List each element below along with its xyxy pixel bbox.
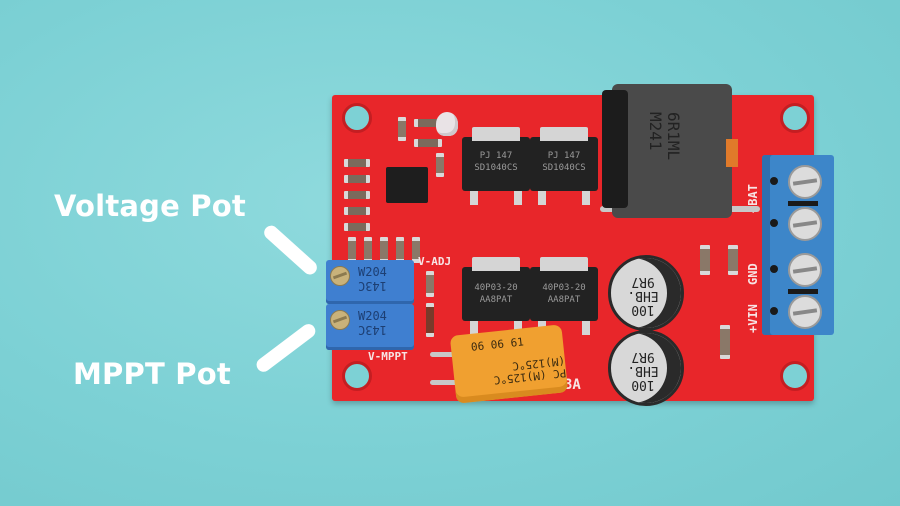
silk-current-rating: 3A [564, 377, 581, 393]
silk-vin: +VIN [746, 304, 760, 333]
smd-resistor [398, 117, 406, 141]
voltage-pot-label: Voltage Pot [54, 189, 246, 223]
terminal-screw-bat-minus[interactable] [788, 207, 822, 241]
electrolytic-capacitor-2: 100 EHB. 9R7 [608, 330, 684, 406]
smd-resistor [414, 139, 442, 147]
silk-v-mppt: V-MPPT [368, 350, 408, 363]
smd-resistor [412, 237, 420, 263]
silk-gnd: GND [746, 263, 760, 285]
smd-resistor [436, 153, 444, 177]
circuit-board: PJ 147 SD1040CS PJ 147 SD1040CS 40P03-20… [332, 95, 814, 401]
voltage-potentiometer[interactable]: W204 143C [326, 260, 414, 304]
terminal-screw-vin[interactable] [788, 295, 822, 329]
mounting-hole-bottom-left [342, 361, 372, 391]
screw-terminal-block[interactable] [762, 155, 834, 335]
schottky-diode-2: PJ 147 SD1040CS [530, 127, 598, 205]
inductor-marking-1: 6R1ML [664, 112, 683, 161]
smd-capacitor [728, 245, 738, 275]
smd-resistor [344, 159, 370, 167]
silk-v-adj: V-ADJ [418, 255, 452, 268]
status-led [436, 112, 458, 136]
jumper-wire [430, 380, 470, 385]
smd-resistor [344, 223, 370, 231]
mppt-potentiometer[interactable]: W204 143C [326, 304, 414, 350]
smd-resistor [344, 191, 370, 199]
mosfet-1: 40P03-20 AA8PAT [462, 257, 530, 335]
electrolytic-capacitor-1: 100 EHB. 9R7 [608, 255, 684, 331]
smd-capacitor [700, 245, 710, 275]
controller-ic [386, 167, 428, 203]
mppt-pot-label: MPPT Pot [73, 357, 231, 391]
mounting-hole-top-right [780, 103, 810, 133]
jumper-wire [430, 352, 470, 357]
smd-resistor [344, 207, 370, 215]
zener-diode [426, 303, 434, 337]
terminal-screw-gnd[interactable] [788, 253, 822, 287]
terminal-screw-bat-plus[interactable] [788, 165, 822, 199]
adjust-screw-icon[interactable] [330, 266, 350, 286]
orange-capacitor: 06 06 61 PC (M)125°C (M)125°C [449, 324, 569, 404]
smd-capacitor [720, 325, 730, 359]
power-inductor: 6R1ML M241 [602, 84, 738, 218]
smd-resistor [344, 175, 370, 183]
adjust-screw-icon[interactable] [330, 310, 350, 330]
smd-resistor [426, 271, 434, 297]
mounting-hole-top-left [342, 103, 372, 133]
mounting-hole-bottom-right [780, 361, 810, 391]
mosfet-2: 40P03-20 AA8PAT [530, 257, 598, 335]
schottky-diode-1: PJ 147 SD1040CS [462, 127, 530, 205]
inductor-marking-2: M241 [646, 112, 665, 151]
